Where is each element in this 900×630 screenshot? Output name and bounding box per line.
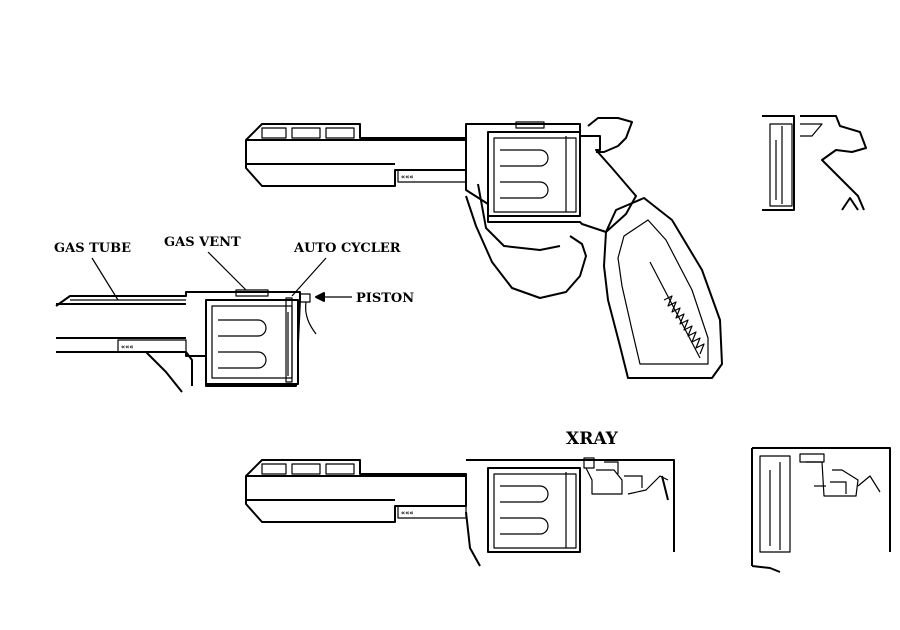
barrel-vent-3 bbox=[325, 127, 355, 139]
top-strap bbox=[515, 121, 545, 129]
grip-panel bbox=[617, 219, 709, 365]
barrel bbox=[245, 123, 467, 187]
xray-chevrons: ««« bbox=[401, 509, 414, 517]
closeup-chevrons: ««« bbox=[121, 343, 134, 351]
cylinder bbox=[487, 131, 581, 217]
trigger-guard bbox=[465, 195, 587, 299]
xray-revolver: ««« bbox=[245, 457, 675, 567]
piston-block bbox=[299, 293, 311, 303]
label-piston: PISTON bbox=[356, 291, 414, 306]
ejector-chevrons: ««« bbox=[401, 173, 414, 181]
closeup-cylinder bbox=[205, 299, 299, 385]
label-xray: XRAY bbox=[566, 429, 619, 449]
barrel-vent-2 bbox=[291, 127, 321, 139]
detail-top-right bbox=[762, 115, 867, 211]
label-gas-vent: GAS VENT bbox=[164, 235, 241, 250]
xray-detail-right bbox=[751, 447, 891, 573]
label-auto-cycler: AUTO CYCLER bbox=[293, 241, 401, 256]
hammer bbox=[587, 117, 633, 153]
mainspring bbox=[663, 295, 705, 355]
trigger bbox=[477, 183, 561, 251]
barrel-vent-1 bbox=[261, 127, 287, 139]
label-gas-tube: GAS TUBE bbox=[54, 241, 131, 256]
revolver-top: ««« bbox=[245, 117, 723, 379]
grip bbox=[603, 197, 723, 379]
auto-cycler-rod bbox=[285, 297, 293, 383]
gas-vent-port bbox=[235, 289, 269, 297]
labeled-closeup: ««« GAS TUBE GAS VENT AUTO CYCLER PISTON bbox=[54, 235, 414, 393]
